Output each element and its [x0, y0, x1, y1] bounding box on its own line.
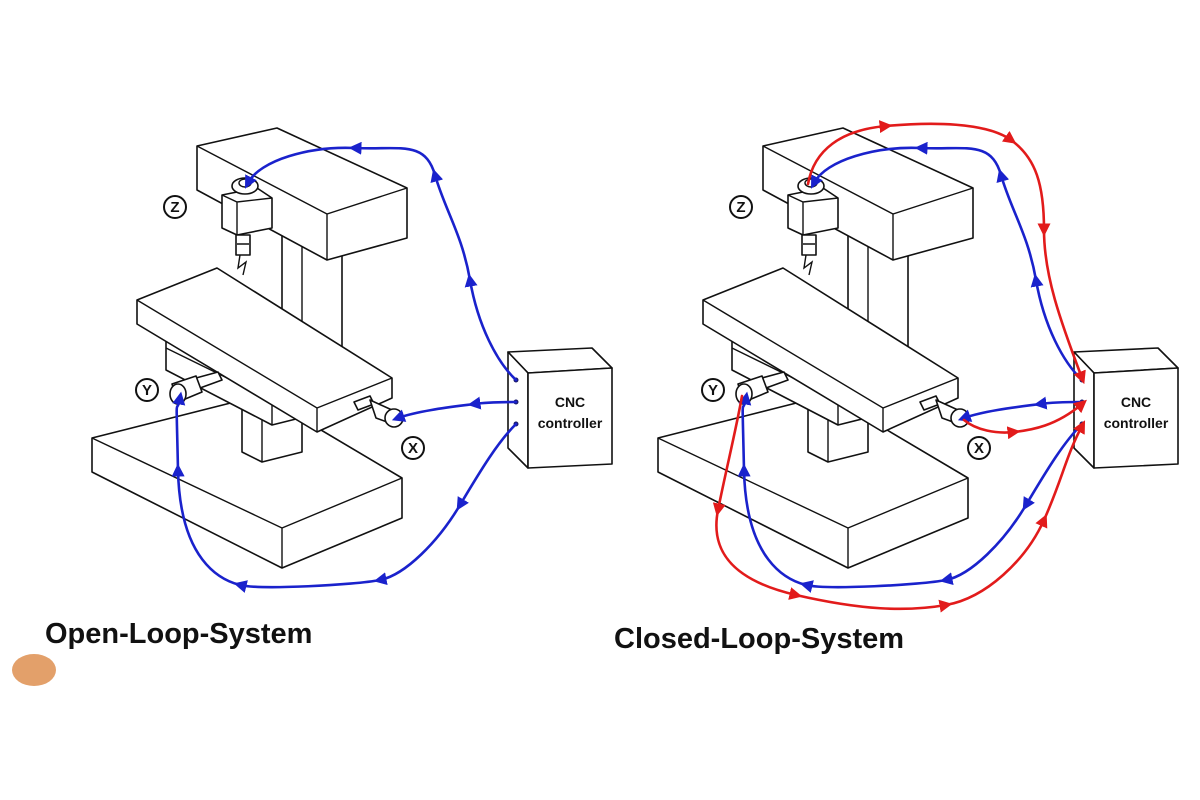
open-loop-wire-x — [391, 396, 518, 422]
open-loop-panel: CNC controller Z Y X Open-Loop-System — [12, 127, 613, 686]
open-loop-controller-label-line2: controller — [538, 415, 603, 431]
partial-logo-mark — [12, 654, 56, 686]
axis-z-label: Z — [170, 199, 179, 216]
closed-loop-axis-z: Z — [729, 195, 753, 219]
closed-loop-milling-machine — [657, 127, 974, 569]
axis-x-label: X — [974, 440, 984, 457]
closed-loop-feedback-wire-z — [806, 120, 1086, 385]
axis-x-label: X — [408, 440, 418, 457]
closed-loop-feedback-wire-x — [962, 399, 1087, 440]
open-loop-wire-y — [171, 391, 518, 593]
open-loop-controller-label-line1: CNC — [555, 394, 585, 410]
closed-loop-controller-label-line2: controller — [1104, 415, 1169, 431]
open-loop-axis-z: Z — [163, 195, 187, 219]
open-loop-axis-x: X — [401, 436, 425, 460]
closed-loop-caption: Closed-Loop-System — [614, 623, 904, 655]
closed-loop-panel: CNC controller Z Y X Closed-Loop-System — [614, 120, 1179, 655]
closed-loop-axis-y: Y — [701, 378, 725, 402]
axis-y-label: Y — [142, 382, 152, 399]
closed-loop-axis-x: X — [967, 436, 991, 460]
closed-loop-controller-label-line1: CNC — [1121, 394, 1151, 410]
axis-y-label: Y — [708, 382, 718, 399]
open-loop-wire-z — [244, 141, 518, 382]
axis-z-label: Z — [736, 199, 745, 216]
open-loop-milling-machine — [91, 127, 408, 569]
closed-loop-feedback-wire-y — [712, 394, 1086, 613]
open-loop-axis-y: Y — [135, 378, 159, 402]
open-loop-caption: Open-Loop-System — [45, 618, 312, 650]
